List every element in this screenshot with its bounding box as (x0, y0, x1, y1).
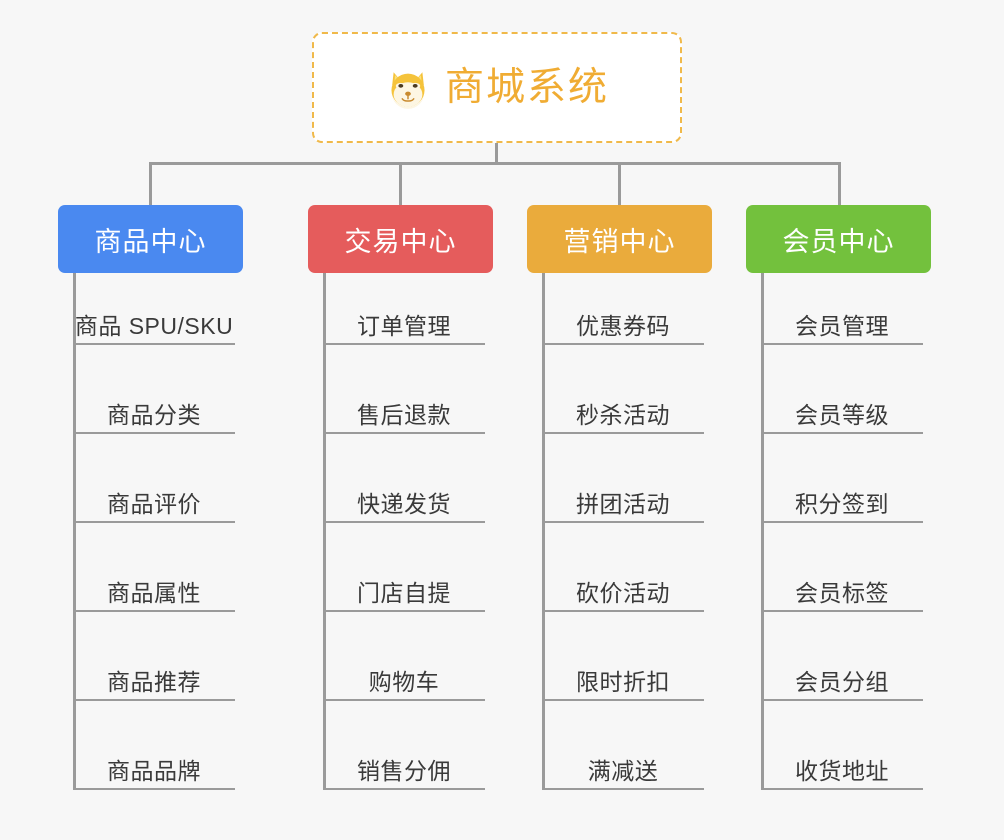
root-node-shop-system[interactable]: 商城系统 (312, 32, 682, 143)
leaf-item-label: 会员等级 (795, 401, 889, 428)
shiba-inu-dog-face-icon (385, 65, 431, 111)
leaf-item[interactable]: 会员分组 (761, 645, 923, 701)
category-header-label: 营销中心 (563, 226, 676, 257)
category-header-product-center[interactable]: 商品中心 (58, 205, 243, 273)
leaf-item-label: 商品 SPU/SKU (74, 312, 234, 339)
connector-drop-trade-center (399, 162, 402, 207)
leaf-item-label: 门店自提 (357, 579, 451, 606)
category-header-label: 会员中心 (782, 226, 895, 257)
category-trunk-member-center (761, 273, 764, 790)
leaf-item-label: 售后退款 (357, 401, 451, 428)
leaf-item[interactable]: 商品 SPU/SKU (73, 289, 235, 345)
leaf-item-label: 商品评价 (107, 490, 201, 517)
root-title: 商城系统 (444, 66, 609, 109)
category-header-trade-center[interactable]: 交易中心 (308, 205, 493, 273)
leaf-item[interactable]: 售后退款 (323, 378, 485, 434)
leaf-item[interactable]: 门店自提 (323, 556, 485, 612)
leaf-item[interactable]: 砍价活动 (542, 556, 704, 612)
category-header-marketing-center[interactable]: 营销中心 (527, 205, 712, 273)
leaf-item-label: 收货地址 (795, 757, 889, 784)
leaf-item[interactable]: 限时折扣 (542, 645, 704, 701)
category-trunk-trade-center (323, 273, 326, 790)
connector-drop-member-center (838, 162, 841, 207)
connector-root-stem (495, 143, 498, 164)
leaf-item[interactable]: 商品品牌 (73, 734, 235, 790)
leaf-item[interactable]: 秒杀活动 (542, 378, 704, 434)
leaf-item-label: 会员分组 (795, 668, 889, 695)
leaf-item-label: 商品品牌 (107, 757, 201, 784)
leaf-item-label: 商品推荐 (107, 668, 201, 695)
leaf-item[interactable]: 商品评价 (73, 467, 235, 523)
category-trunk-product-center (73, 273, 76, 790)
leaf-item[interactable]: 快递发货 (323, 467, 485, 523)
leaf-item-label: 优惠券码 (576, 312, 670, 339)
leaf-item-label: 满减送 (587, 757, 659, 784)
leaf-item[interactable]: 满减送 (542, 734, 704, 790)
leaf-item-label: 积分签到 (795, 490, 889, 517)
connector-horizontal-bus (149, 162, 841, 165)
category-header-label: 交易中心 (344, 226, 457, 257)
leaf-item-label: 限时折扣 (576, 668, 670, 695)
leaf-item-label: 会员标签 (795, 579, 889, 606)
connector-drop-product-center (149, 162, 152, 207)
leaf-item[interactable]: 收货地址 (761, 734, 923, 790)
leaf-item[interactable]: 商品推荐 (73, 645, 235, 701)
leaf-item[interactable]: 会员管理 (761, 289, 923, 345)
category-header-member-center[interactable]: 会员中心 (746, 205, 931, 273)
leaf-item-label: 订单管理 (357, 312, 451, 339)
leaf-item[interactable]: 会员标签 (761, 556, 923, 612)
leaf-item-label: 商品分类 (107, 401, 201, 428)
leaf-item[interactable]: 拼团活动 (542, 467, 704, 523)
leaf-item[interactable]: 销售分佣 (323, 734, 485, 790)
leaf-item[interactable]: 会员等级 (761, 378, 923, 434)
leaf-item[interactable]: 积分签到 (761, 467, 923, 523)
leaf-item[interactable]: 商品分类 (73, 378, 235, 434)
leaf-item-label: 秒杀活动 (576, 401, 670, 428)
leaf-item[interactable]: 商品属性 (73, 556, 235, 612)
category-header-label: 商品中心 (94, 226, 207, 257)
leaf-item[interactable]: 优惠券码 (542, 289, 704, 345)
leaf-item-label: 拼团活动 (576, 490, 670, 517)
leaf-item[interactable]: 购物车 (323, 645, 485, 701)
leaf-item-label: 销售分佣 (357, 757, 451, 784)
leaf-item-label: 砍价活动 (576, 579, 670, 606)
leaf-item-label: 购物车 (368, 668, 440, 695)
leaf-item-label: 商品属性 (107, 579, 201, 606)
category-trunk-marketing-center (542, 273, 545, 790)
leaf-item-label: 会员管理 (795, 312, 889, 339)
leaf-item-label: 快递发货 (357, 490, 451, 517)
leaf-item[interactable]: 订单管理 (323, 289, 485, 345)
connector-drop-marketing-center (618, 162, 621, 207)
